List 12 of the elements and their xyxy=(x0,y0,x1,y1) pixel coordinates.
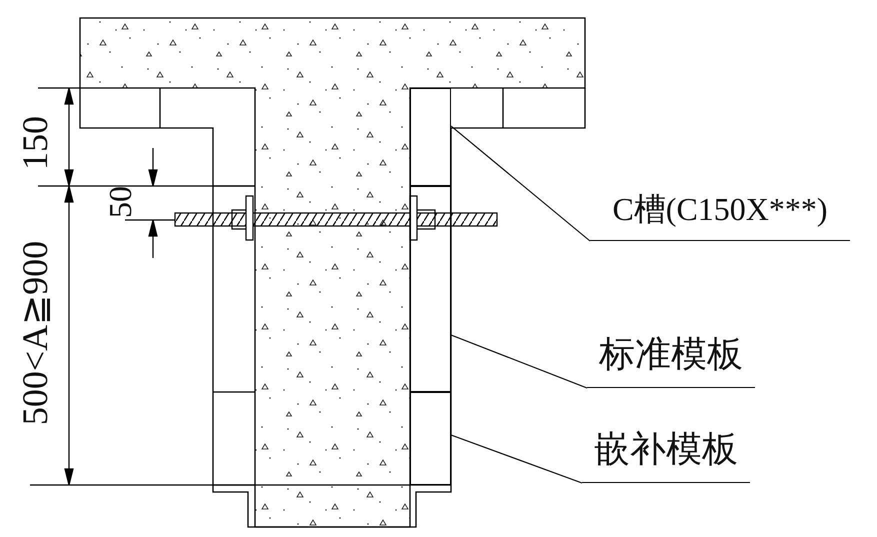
filler-panel xyxy=(410,392,451,485)
callout-label: C槽(C150X***) xyxy=(590,190,850,241)
leader-line xyxy=(450,434,582,484)
c-channel xyxy=(410,88,451,186)
dimension-text: 500<A≧900 xyxy=(17,240,53,426)
callout-label: 标准模板 xyxy=(587,322,755,388)
callout-label: 嵌补模板 xyxy=(582,425,750,483)
dimension-text: 50 xyxy=(104,186,136,218)
formwork-panel xyxy=(410,186,451,392)
leader-line xyxy=(450,334,588,389)
leader-line xyxy=(450,126,590,242)
dimension-text: 150 xyxy=(17,116,53,170)
